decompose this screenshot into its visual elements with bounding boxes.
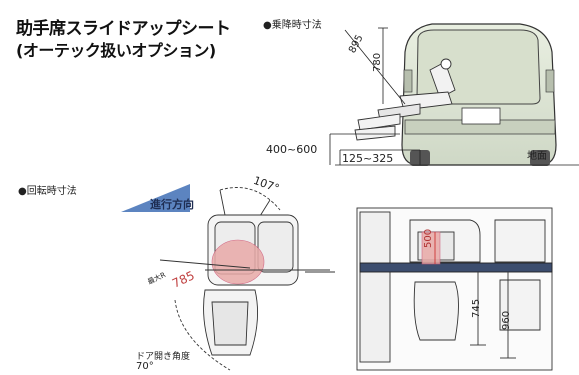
rotation-plan-drawing	[159, 187, 335, 371]
plan-dim-b: 745	[471, 298, 482, 318]
plan-dim-c: 960	[501, 310, 512, 330]
direction-label: 進行方向	[150, 198, 194, 211]
page-title: 助手席スライドアップシート	[16, 19, 231, 39]
page-subtitle: (オーテック扱いオプション)	[16, 41, 216, 60]
rotation-heading: ●回転時寸法	[18, 186, 77, 197]
boarding-dimension-lines	[329, 27, 579, 166]
plan-dim-a: 500	[423, 228, 434, 248]
dim-ground-label: 400~600	[266, 143, 318, 156]
boarding-heading: ●乗降時寸法	[263, 20, 322, 31]
rotation-direction-arrow	[121, 184, 190, 212]
door-angle-caption: ドア開き角度	[136, 352, 191, 362]
dim-slide-label: 125~325	[342, 152, 394, 165]
interior-plan-drawing	[356, 207, 553, 371]
ground-label: 地面	[527, 151, 547, 162]
car-rear-view	[401, 23, 557, 166]
slide-up-seat	[354, 58, 456, 141]
dim-height-label: 780	[372, 52, 383, 72]
door-angle-value: 70°	[136, 361, 154, 372]
